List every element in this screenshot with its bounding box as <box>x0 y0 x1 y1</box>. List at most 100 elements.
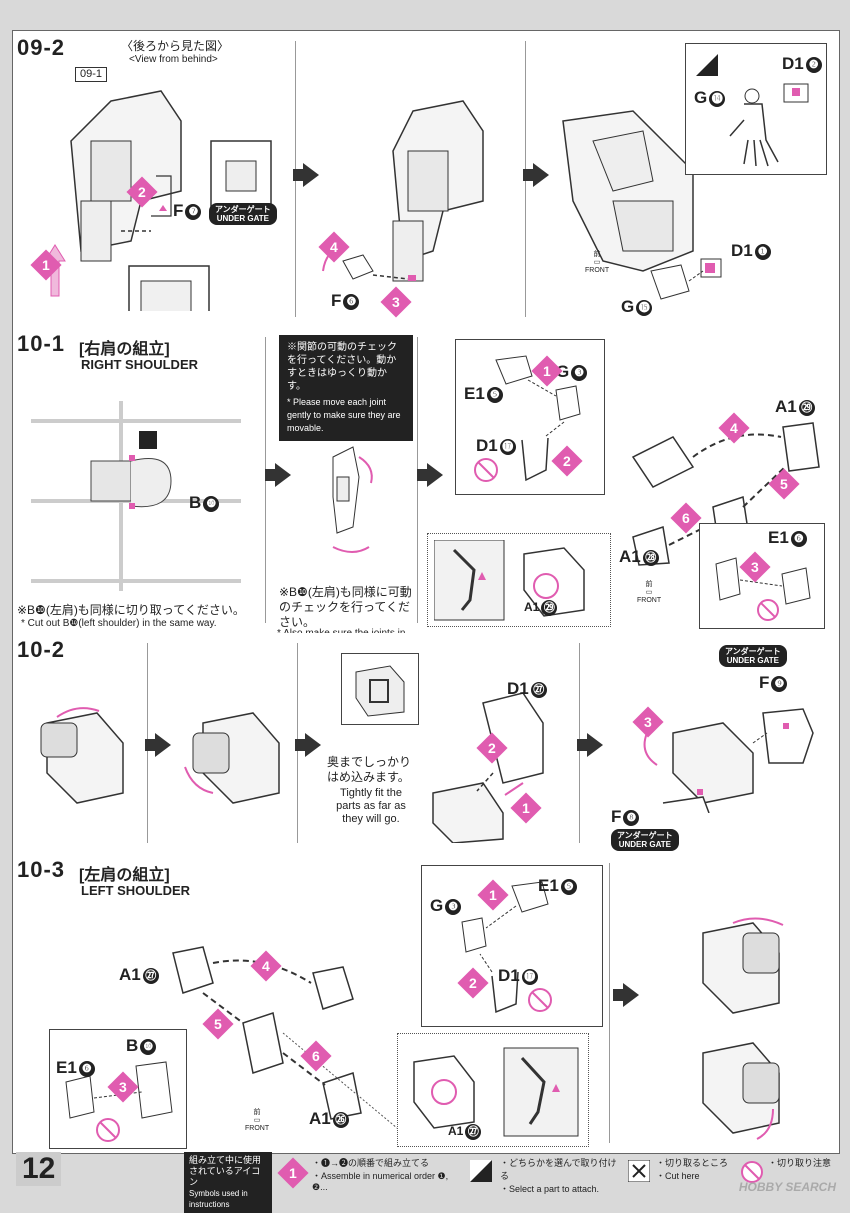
front-icon: 前▭FRONT <box>245 1109 270 1132</box>
legend-cut: ・切り取るところ ・Cut here <box>656 1156 736 1196</box>
legend-order-en: ・Assemble in numerical order ❶, ❷... <box>312 1171 449 1192</box>
caution-icon <box>741 1161 763 1183</box>
arm-drawing-hand <box>562 110 694 272</box>
next-arrow <box>145 733 171 757</box>
step-09-2: 09-2 〈後ろから見た図〉 <View from behind> 09-1 1… <box>13 31 839 329</box>
view-from-behind-en: <View from behind> <box>129 54 218 65</box>
f-parts-assembly-drawing <box>643 708 814 813</box>
legend-select: ・どちらかを選んで取り付ける ・Select a part to attach. <box>500 1156 620 1196</box>
panel-divider <box>609 863 610 1143</box>
cutout-note-en: * Cut out B❿(left shoulder) in the same … <box>21 618 217 629</box>
next-arrow <box>293 163 319 187</box>
select-icon <box>470 1160 492 1182</box>
step-label: 10-3 <box>17 857 66 882</box>
page-number: 12 <box>16 1152 62 1186</box>
arm-drawing-assembled <box>322 100 484 282</box>
hand-drawing <box>729 88 779 167</box>
legend-title-jp: 組み立て中に使用されているアイコン <box>189 1155 262 1187</box>
e16-drawing <box>715 557 811 621</box>
legend-select-jp: ・どちらかを選んで取り付ける <box>500 1158 617 1181</box>
also-check-en: * Also make sure the joints in B❿(left s… <box>277 628 406 635</box>
joint-check-en: * Please move each joint gently to make … <box>287 397 401 433</box>
select-icon <box>696 54 718 76</box>
shoulder-drawing-1 <box>40 707 124 804</box>
d127-inset <box>341 653 419 725</box>
joint-check-jp: ※関節の可動のチェックを行ってください。動かすときはゆっくり動かす。 <box>287 342 397 392</box>
part-d12-drawing <box>783 83 809 103</box>
shoulder-drawing-2 <box>184 712 280 804</box>
legend-cut-en: ・Cut here <box>656 1171 700 1181</box>
instruction-page: 09-2 〈後ろから見た図〉 <View from behind> 09-1 1… <box>12 30 840 1154</box>
legend-caution: ・切り取り注意 <box>768 1156 844 1196</box>
step-label: 10-2 <box>17 637 66 662</box>
cutout-note-jp: ※B❿(左肩)も同様に切り取ってください。 <box>17 603 245 617</box>
legend-caution-jp: ・切り取り注意 <box>768 1158 832 1168</box>
step-label: 09-2 <box>17 35 66 60</box>
part-g15-drawing <box>650 258 722 300</box>
legend-order-jp: ・❶→❷の順番で組み立てる <box>312 1158 430 1168</box>
section-title-en: LEFT SHOULDER <box>81 883 191 898</box>
legend-title: 組み立て中に使用されているアイコン Symbols used in instru… <box>184 1152 272 1213</box>
next-arrow <box>523 163 549 187</box>
front-icon: 前▭FRONT <box>637 581 662 604</box>
step-label: 10-1 <box>17 331 66 356</box>
inner-parts-drawing <box>474 355 581 482</box>
next-arrow <box>417 463 443 487</box>
left-shoulder-final-drawing <box>702 917 784 1140</box>
arm-drawing-back <box>44 90 272 311</box>
d127-assembly-drawing <box>432 692 544 843</box>
section-title-en: RIGHT SHOULDER <box>81 357 198 372</box>
view-from-behind-jp: 〈後ろから見た図〉 <box>121 39 230 53</box>
legend-title-en: Symbols used in instructions <box>189 1189 248 1209</box>
section-title-jp: [右肩の組立] <box>79 341 170 358</box>
inner-parts-drawing <box>461 881 552 1014</box>
joint-check-note: ※関節の可動のチェックを行ってください。動かすときはゆっくり動かす。 * Ple… <box>279 335 413 441</box>
detail-drawing <box>434 540 585 621</box>
watermark: HOBBY SEARCH <box>738 1180 836 1194</box>
e16-b10-drawing <box>65 1061 173 1142</box>
ref-step-label: 09-1 <box>75 67 108 82</box>
legend-order-icon: 1 <box>277 1157 309 1189</box>
joint-drawing <box>332 446 373 553</box>
legend-cut-jp: ・切り取るところ <box>656 1158 729 1168</box>
next-arrow <box>613 983 639 1007</box>
legend-order: ・❶→❷の順番で組み立てる ・Assemble in numerical ord… <box>312 1156 462 1196</box>
next-arrow <box>295 733 321 757</box>
also-check-jp: ※B❿(左肩)も同様に可動のチェックを行ってください。 <box>279 585 412 629</box>
next-arrow <box>577 733 603 757</box>
tight-fit-en: Tightly fit the parts as far as they wil… <box>336 787 406 825</box>
left-shoulder-assembly-drawing <box>172 946 403 1134</box>
d127-inset-drawing <box>355 665 405 717</box>
section-title-jp: [左肩の組立] <box>79 867 170 884</box>
next-arrow <box>265 463 291 487</box>
runner-drawing <box>31 401 241 591</box>
